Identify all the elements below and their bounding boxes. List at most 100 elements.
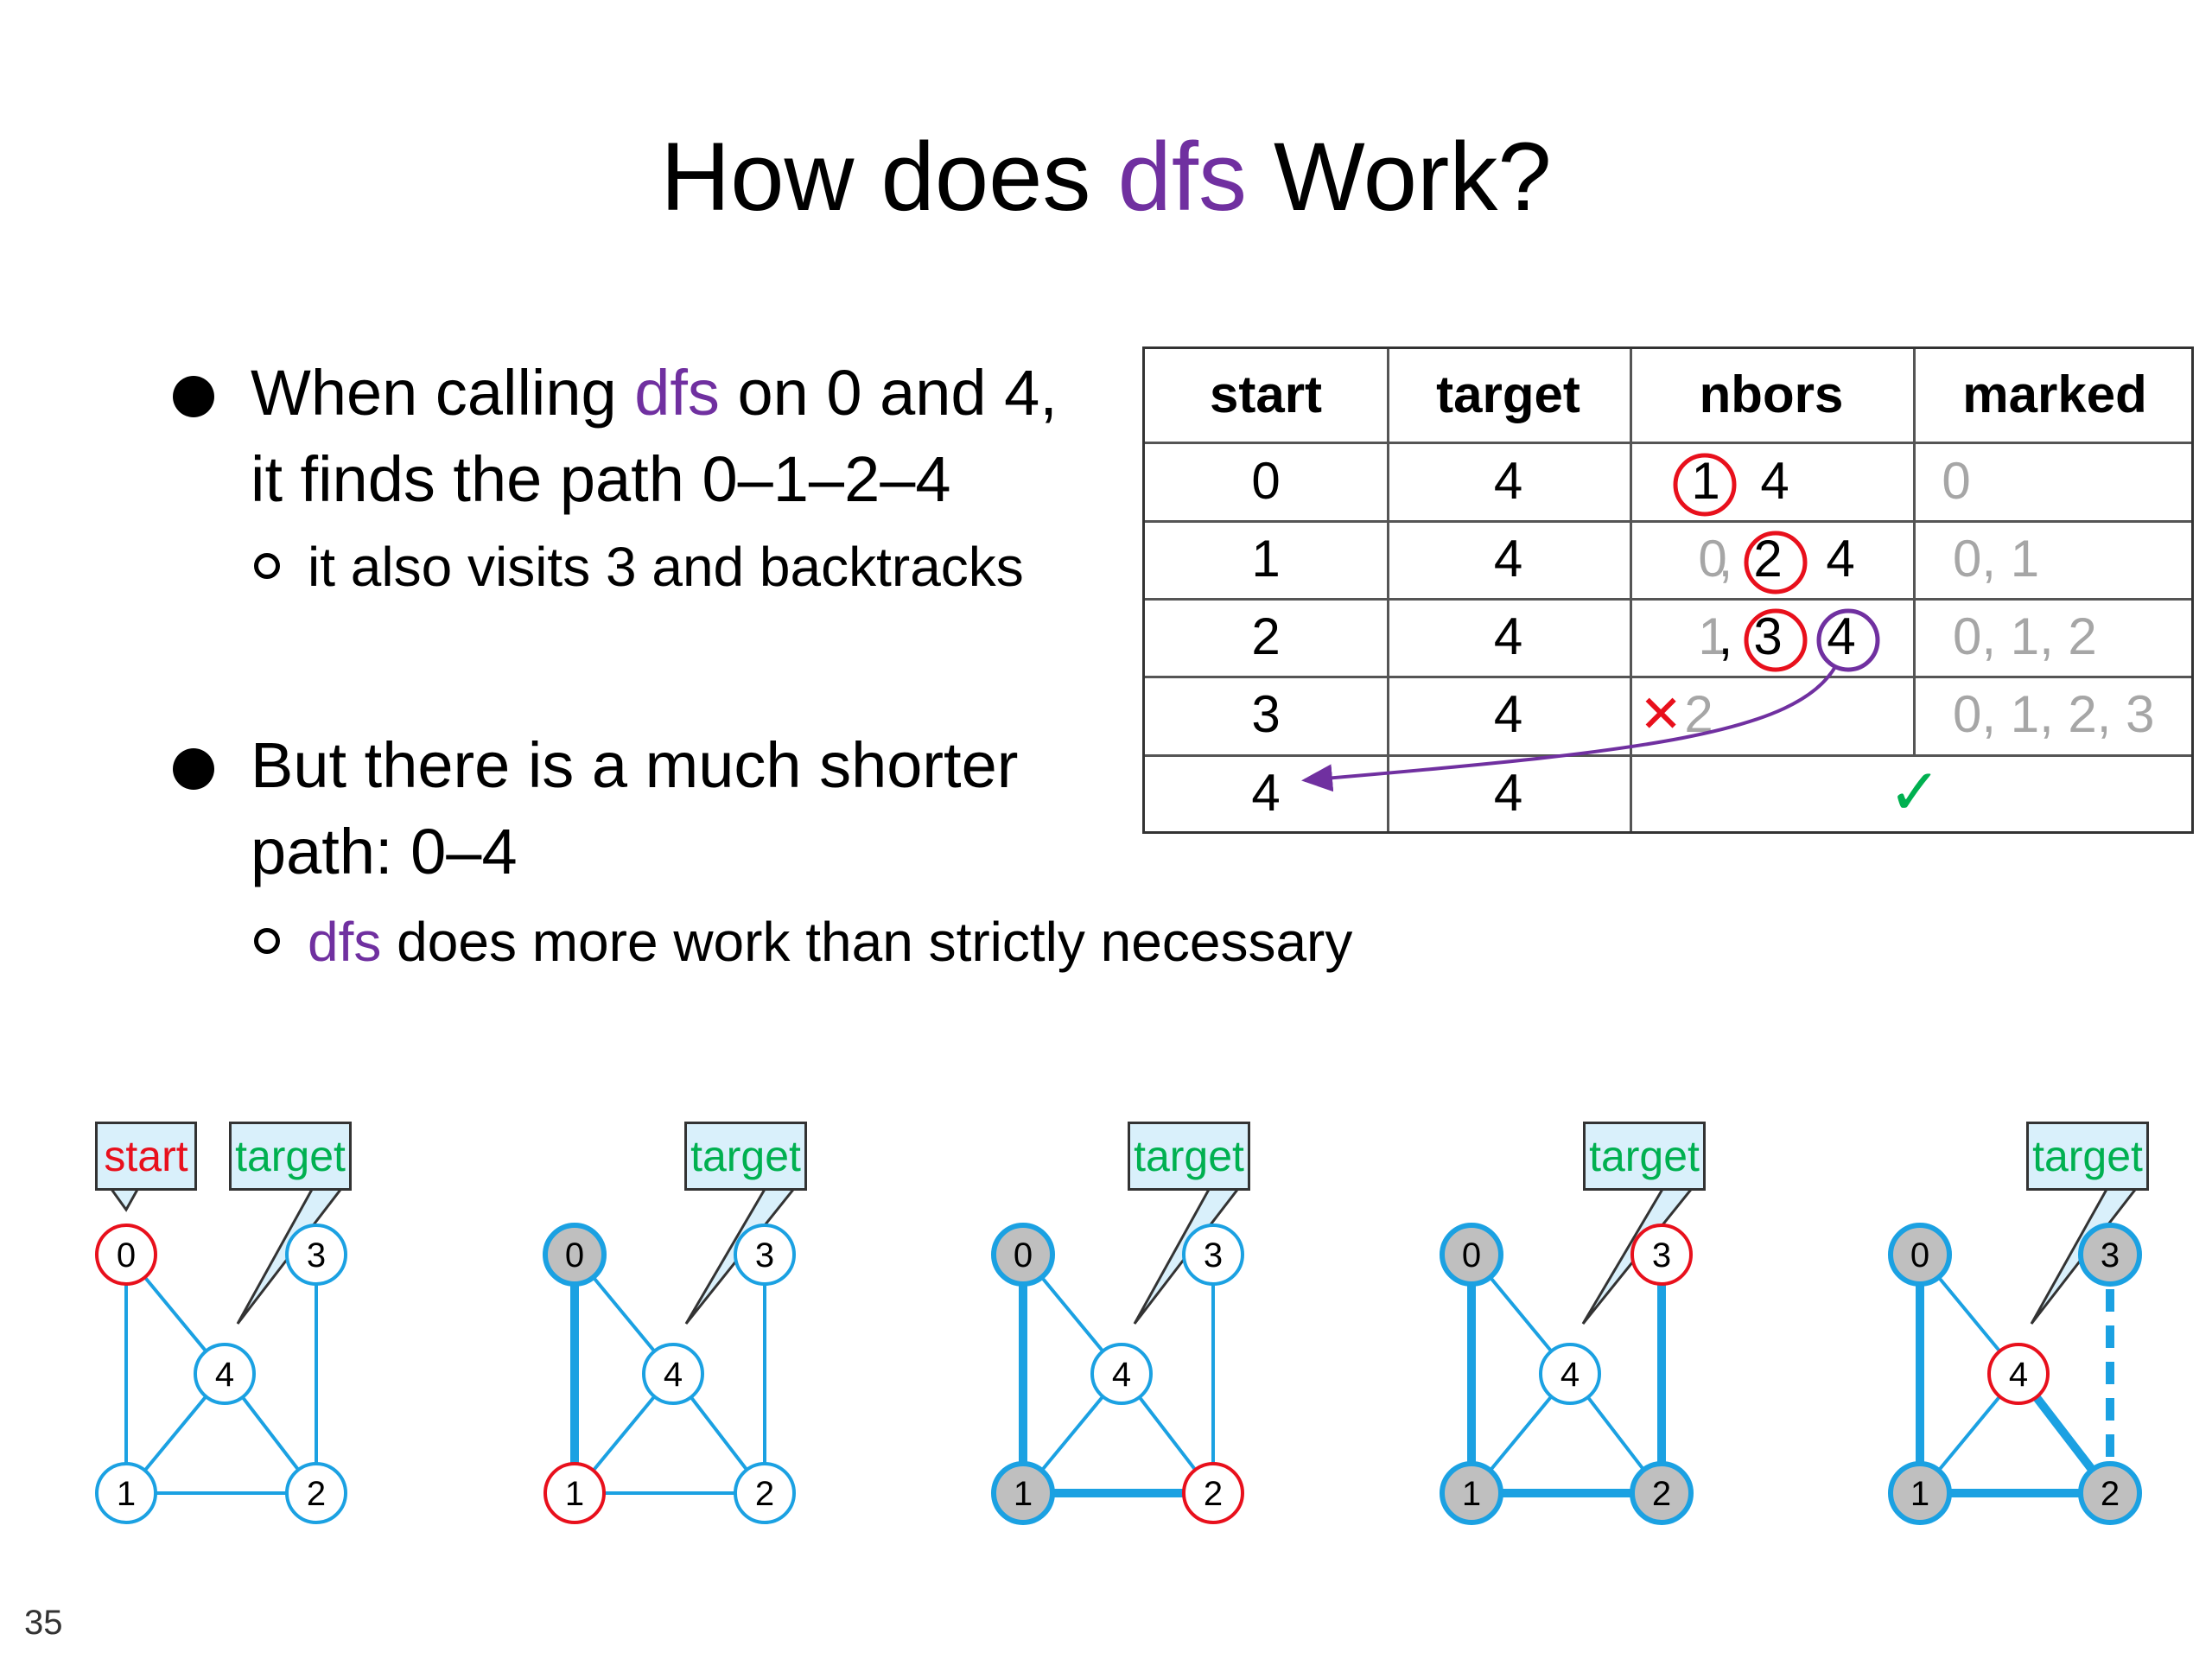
row-4-start: 4	[1251, 764, 1281, 822]
circle-nbor-4	[1816, 608, 1880, 672]
row-0-target: 4	[1493, 452, 1523, 510]
node-1-label: 1	[1910, 1475, 1929, 1513]
node-4	[1090, 1343, 1153, 1405]
header-start: start	[1209, 365, 1323, 423]
backtrack-arrow	[1301, 664, 1838, 792]
node-1-label: 1	[1014, 1475, 1033, 1513]
node-0	[991, 1223, 1055, 1287]
row-0-marked: 0	[1942, 452, 1971, 510]
checkmark-icon: ✓	[1887, 756, 1942, 828]
node-1-label: 1	[565, 1475, 584, 1513]
node-3-label: 3	[755, 1236, 774, 1274]
node-0-label: 0	[1910, 1236, 1929, 1274]
node-2	[1630, 1461, 1694, 1525]
node-2	[734, 1462, 796, 1524]
node-1-label: 1	[1462, 1475, 1481, 1513]
node-4	[642, 1343, 704, 1405]
nbor-r2-comma: ,	[1718, 607, 1733, 665]
node-4	[1987, 1343, 2050, 1405]
node-4-label: 4	[2009, 1356, 2028, 1394]
node-2	[1182, 1462, 1244, 1524]
row-2-target: 4	[1493, 607, 1523, 665]
bullet-dot	[173, 748, 214, 790]
node-4	[1539, 1343, 1601, 1405]
row-4-target: 4	[1493, 764, 1523, 822]
sub-bullet-ring	[254, 553, 280, 579]
node-3-label: 3	[307, 1236, 326, 1274]
node-2	[285, 1462, 347, 1524]
bullet-2: But there is a much shorter path: 0–4	[173, 722, 1018, 895]
row-3-start: 3	[1251, 685, 1281, 743]
row-1-marked: 0, 1	[1953, 530, 2040, 588]
slide-title: How does dfs Work?	[660, 123, 1552, 231]
nbor-r1-0: 0	[1698, 530, 1727, 588]
header-target: target	[1436, 365, 1580, 423]
nbor-r0-4: 4	[1760, 452, 1789, 510]
node-1	[543, 1462, 606, 1524]
circle-nbor-2	[1744, 531, 1808, 594]
nbor-r1-comma: ,	[1718, 530, 1733, 588]
row-1-target: 4	[1493, 530, 1523, 588]
node-3-label: 3	[1204, 1236, 1223, 1274]
node-2-label: 2	[2101, 1475, 2120, 1513]
node-2-label: 2	[307, 1475, 326, 1513]
bullet-1-sub: it also visits 3 and backtracks	[254, 532, 1024, 601]
row-3-marked: 0, 1, 2, 3	[1953, 685, 2155, 743]
header-marked: marked	[1962, 365, 2147, 423]
node-0-label: 0	[117, 1236, 136, 1274]
start-callout: start	[95, 1122, 197, 1191]
node-0-label: 0	[1462, 1236, 1481, 1274]
node-0	[543, 1223, 607, 1287]
target-callout-4: target	[1583, 1122, 1706, 1191]
bullet-1: When calling dfs on 0 and 4, it finds th…	[173, 350, 1058, 523]
node-4	[194, 1343, 256, 1405]
node-0	[1888, 1223, 1952, 1287]
target-callout-3: target	[1128, 1122, 1250, 1191]
node-2-label: 2	[1204, 1475, 1223, 1513]
start-callout-pointer	[108, 1186, 141, 1212]
nbor-r2-1: 1	[1698, 607, 1727, 665]
target-callout-1: target	[229, 1122, 352, 1191]
node-1	[1888, 1461, 1952, 1525]
node-0-label: 0	[1014, 1236, 1033, 1274]
node-4-label: 4	[664, 1356, 683, 1394]
dfs-trace-table: start target nbors marked 0 4 0 1 4 0, 1…	[1142, 346, 2194, 834]
target-callout-2: target	[684, 1122, 807, 1191]
row-3-target: 4	[1493, 685, 1523, 743]
nbor-r0-1: 1	[1691, 452, 1720, 510]
node-3-label: 3	[2101, 1236, 2120, 1274]
target-callout-5: target	[2026, 1122, 2149, 1191]
header-nbors: nbors	[1699, 365, 1844, 423]
node-2-label: 2	[1652, 1475, 1671, 1513]
node-1-label: 1	[117, 1475, 136, 1513]
cross-icon: ✕	[1639, 685, 1683, 743]
node-0-label: 0	[565, 1236, 584, 1274]
node-4-label: 4	[215, 1356, 234, 1394]
title-dfs: dfs	[1117, 123, 1247, 231]
bullet-dot	[173, 376, 214, 417]
node-2	[2078, 1461, 2142, 1525]
node-1	[1440, 1461, 1503, 1525]
node-4-label: 4	[1112, 1356, 1131, 1394]
circle-nbor-1	[1673, 453, 1737, 517]
sub-bullet-ring	[254, 928, 280, 954]
node-1	[95, 1462, 157, 1524]
node-3	[285, 1224, 347, 1286]
node-3	[734, 1224, 796, 1286]
circle-nbor-3	[1744, 608, 1808, 672]
node-4-label: 4	[1560, 1356, 1580, 1394]
row-2-start: 2	[1251, 607, 1281, 665]
node-3-label: 3	[1652, 1236, 1671, 1274]
node-0	[95, 1224, 157, 1286]
node-3	[2078, 1223, 2142, 1287]
bullet-2-sub: dfs does more work than strictly necessa…	[254, 907, 1352, 976]
row-1-start: 1	[1251, 530, 1281, 588]
node-2-label: 2	[755, 1475, 774, 1513]
row-0-start: 0	[1251, 452, 1281, 510]
node-1	[991, 1461, 1055, 1525]
node-0	[1440, 1223, 1503, 1287]
page-number: 35	[24, 1604, 63, 1642]
node-3	[1630, 1224, 1693, 1286]
